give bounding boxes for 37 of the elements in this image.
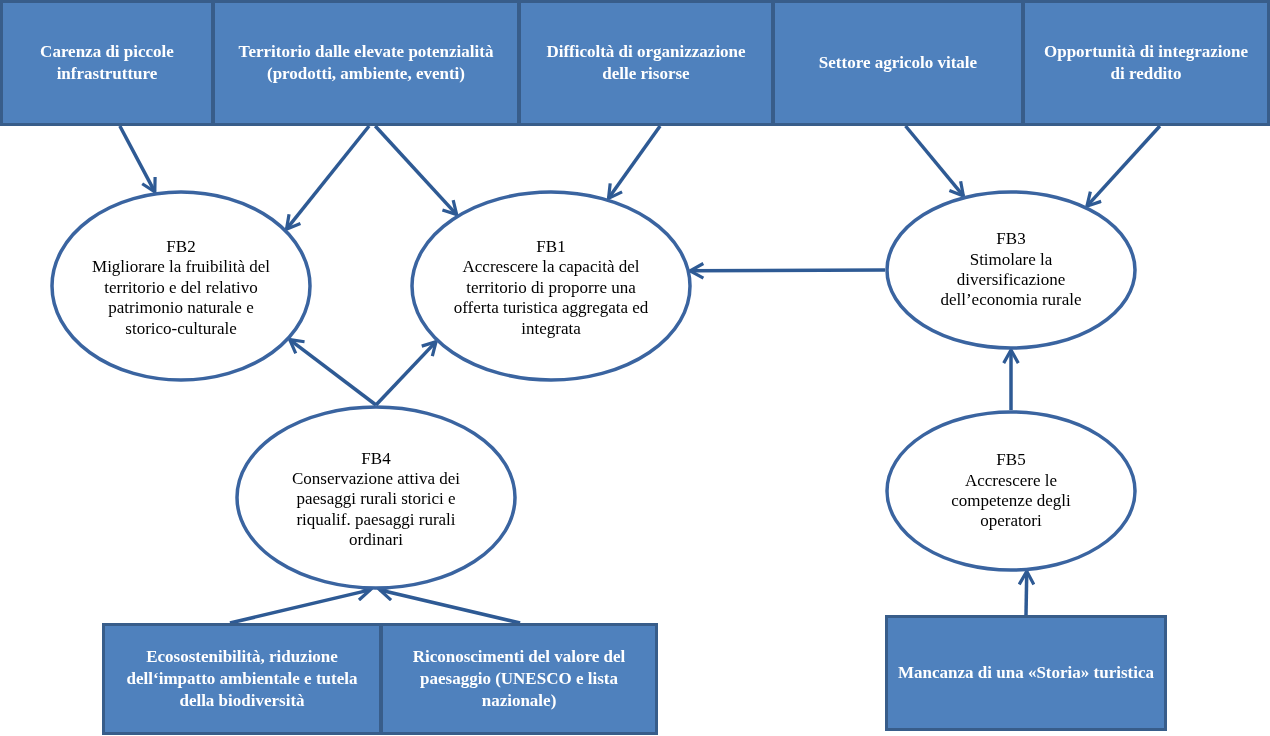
- box-text: Ecosostenibilità, riduzione dell‘impatto ambientale e tutela della biodiversità: [125, 645, 359, 713]
- problem-box: [0, 0, 214, 126]
- goal-code: FB5: [996, 450, 1026, 471]
- box-text: Riconoscimenti del valore del paesaggio (UNESCO e lista nazionale): [411, 645, 627, 713]
- goal-text: Conservazione attiva dei paesaggi rurali storici e riqualif. paesaggi rurali ordinari: [290, 468, 462, 551]
- box-text: Territorio dalle elevate potenzialità (prodotti, ambiente, eventi): [237, 40, 495, 85]
- goal-code: FB4: [361, 448, 391, 469]
- goal-text: Accrescere le competenze degli operatori: [950, 470, 1072, 532]
- problem-box: [1022, 0, 1270, 126]
- box-text: Settore agricolo vitale: [818, 51, 978, 74]
- arrow: [374, 340, 438, 407]
- arrow: [373, 124, 459, 217]
- arrow: [118, 125, 157, 194]
- arrow: [1085, 124, 1162, 208]
- arrow: [1002, 348, 1020, 410]
- arrow: [688, 261, 885, 280]
- problem-box: [885, 615, 1167, 731]
- box-text: Carenza di piccole infrastrutture: [39, 40, 175, 85]
- problem-box: [380, 623, 658, 735]
- problem-box: [772, 0, 1024, 126]
- goal-code: FB3: [996, 229, 1026, 250]
- arrow: [288, 338, 378, 407]
- goal-code: FB1: [536, 237, 566, 258]
- arrow: [606, 125, 662, 200]
- goal-code: FB2: [166, 237, 196, 258]
- goal-text: Accrescere la capacità del territorio di proporre una offerta turistica aggregata ed integrata: [452, 257, 650, 339]
- arrow: [904, 124, 965, 198]
- arrow: [284, 124, 371, 231]
- box-text: Mancanza di una «Storia» turistica: [898, 661, 1154, 684]
- problem-box: [102, 623, 382, 735]
- box-text: Opportunità di integrazione di reddito: [1043, 40, 1249, 85]
- arrow: [1017, 569, 1036, 616]
- goal-text: Migliorare la fruibilità del territorio e del relativo patrimonio naturale e storico-culturale: [91, 257, 271, 339]
- problem-box: [212, 0, 520, 126]
- box-text: Difficoltà di organizzazione delle risorse: [545, 40, 747, 85]
- problem-box: [518, 0, 774, 126]
- goal-text: Stimolare la diversificazione dell’economia rurale: [939, 249, 1083, 311]
